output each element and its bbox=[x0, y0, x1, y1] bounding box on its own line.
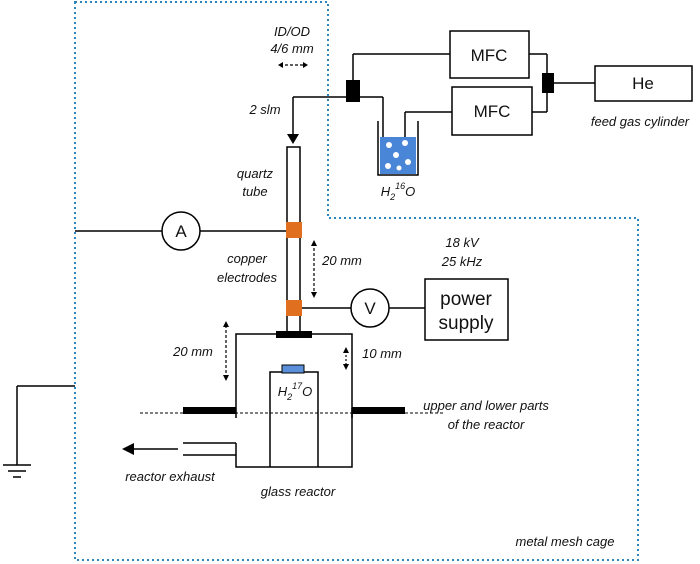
t-junction-left bbox=[346, 80, 360, 102]
he-label: He bbox=[632, 74, 654, 93]
ammeter bbox=[161, 211, 201, 251]
h2-16o-label: H216O bbox=[381, 181, 416, 202]
flange-right bbox=[352, 407, 405, 414]
copper-electrode-upper bbox=[286, 222, 302, 238]
ammeter-label: A bbox=[175, 222, 187, 241]
h2-17o-label: H217O bbox=[278, 381, 313, 402]
flow-arrow-head bbox=[287, 134, 299, 144]
reactor-lower-part bbox=[235, 408, 353, 468]
power-supply-box bbox=[424, 278, 509, 341]
t-junction-right bbox=[542, 73, 554, 93]
bubbles bbox=[385, 140, 411, 171]
copper-electrodes-label-line2: electrodes bbox=[217, 270, 277, 285]
voltmeter-label: V bbox=[364, 299, 376, 318]
ground-connection bbox=[3, 385, 75, 478]
electrode-gap-label: 20 mm bbox=[321, 253, 362, 268]
voltmeter bbox=[350, 288, 390, 328]
exhaust-arrow-head bbox=[122, 443, 134, 455]
gas-line-to-tube bbox=[292, 96, 348, 135]
mfc-top-label: MFC bbox=[471, 46, 508, 65]
sample-depth-label: 10 mm bbox=[362, 346, 402, 361]
he-cylinder-box bbox=[594, 65, 693, 102]
upper-lower-parts-label-line2: of the reactor bbox=[448, 417, 525, 432]
flange-left bbox=[183, 407, 236, 414]
quartz-tube-label-line2: tube bbox=[242, 184, 267, 199]
copper-electrodes-label-line1: copper bbox=[227, 251, 267, 266]
id-od-label-line1: ID/OD bbox=[274, 24, 310, 39]
reactor-height-label: 20 mm bbox=[172, 344, 213, 359]
reactor-exhaust-label: reactor exhaust bbox=[125, 469, 216, 484]
mfc-bottom-label: MFC bbox=[474, 102, 511, 121]
quartz-tube-label-line1: quartz bbox=[237, 166, 274, 181]
h2-17o-sample bbox=[281, 364, 305, 374]
exhaust-pipe bbox=[183, 442, 236, 456]
feed-gas-cylinder-label: feed gas cylinder bbox=[591, 114, 690, 129]
frequency-label: 25 kHz bbox=[441, 254, 483, 269]
glass-reactor-label: glass reactor bbox=[261, 484, 336, 499]
id-od-label-line2: 4/6 mm bbox=[270, 41, 314, 56]
mfc-bottom-box bbox=[451, 86, 533, 136]
power-supply-label-line1: power bbox=[440, 289, 492, 310]
copper-electrode-lower bbox=[286, 300, 302, 316]
upper-lower-parts-label-line1: upper and lower parts bbox=[423, 398, 549, 413]
power-supply-label-line2: supply bbox=[439, 313, 494, 334]
voltage-label: 18 kV bbox=[445, 235, 480, 250]
bubbler-vessel bbox=[377, 121, 419, 176]
reactor-upper-part bbox=[235, 333, 353, 418]
metal-mesh-cage-label: metal mesh cage bbox=[516, 534, 615, 549]
mfc-top-box bbox=[449, 30, 530, 79]
flow-rate-label: 2 slm bbox=[248, 102, 280, 117]
